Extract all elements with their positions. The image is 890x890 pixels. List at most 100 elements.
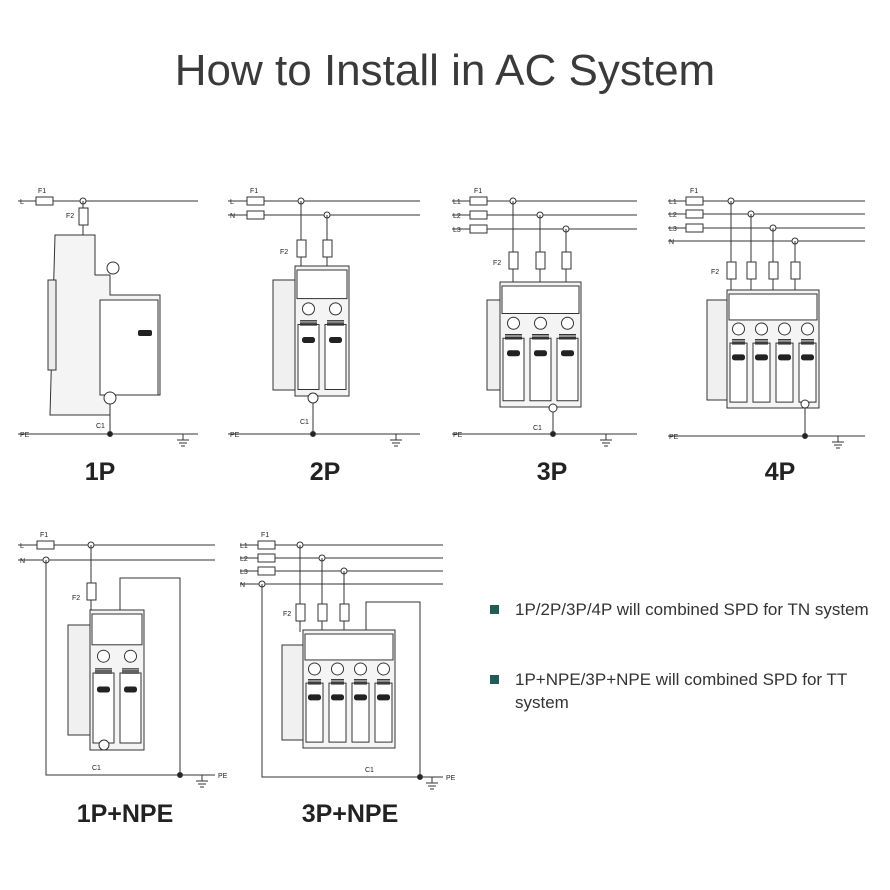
fuse-f2-icon bbox=[726, 261, 737, 280]
spd-cartridge bbox=[305, 682, 324, 743]
label-pe: PE bbox=[446, 775, 456, 782]
fuse-f1-icon bbox=[469, 196, 488, 206]
label-f2: F2 bbox=[493, 260, 501, 267]
terminal-screw-icon bbox=[354, 662, 367, 676]
spd-cartridge bbox=[729, 342, 748, 403]
status-window-icon bbox=[124, 686, 137, 693]
label-pe: PE bbox=[230, 432, 240, 439]
spd-top-cap bbox=[91, 613, 143, 646]
label-l1: L1 bbox=[453, 199, 461, 206]
caption-2p: 2P bbox=[309, 458, 341, 486]
terminal-screw-icon bbox=[801, 322, 814, 336]
fuse-f2-icon bbox=[790, 261, 801, 280]
status-window-icon bbox=[138, 330, 152, 336]
label-c1: C1 bbox=[533, 425, 542, 432]
spd-top-cap bbox=[728, 293, 818, 321]
terminal-screw-icon bbox=[377, 662, 390, 676]
bullet-square-icon bbox=[490, 675, 499, 684]
fuse-f2-icon bbox=[86, 582, 97, 601]
label-l3: L3 bbox=[453, 227, 461, 234]
fuse-f1-icon bbox=[469, 224, 488, 234]
caption-1p: 1P bbox=[84, 458, 116, 486]
din-rail-clip bbox=[47, 279, 57, 371]
spd-cartridge bbox=[324, 324, 347, 390]
junction-node bbox=[802, 433, 808, 439]
label-c1: C1 bbox=[365, 767, 374, 774]
label-f1: F1 bbox=[474, 188, 482, 195]
label-f2: F2 bbox=[280, 249, 288, 256]
fuse-f2-icon bbox=[561, 251, 572, 270]
terminal-screw-icon bbox=[124, 649, 137, 663]
terminal-screw-icon bbox=[329, 302, 342, 316]
fuse-f2-icon bbox=[296, 239, 307, 258]
junction-node bbox=[310, 431, 316, 437]
spd-top-cap bbox=[501, 285, 580, 314]
spd-cartridge bbox=[556, 337, 579, 402]
caption-1p-npe: 1P+NPE bbox=[76, 800, 174, 828]
fuse-f1-icon bbox=[257, 540, 276, 550]
label-pe: PE bbox=[20, 432, 30, 439]
caption-3p-npe: 3P+NPE bbox=[301, 800, 399, 828]
label-f2: F2 bbox=[283, 611, 291, 618]
label-l2: L2 bbox=[240, 556, 248, 563]
fuse-f2-icon bbox=[295, 603, 306, 622]
wire-n-pe-loop bbox=[261, 584, 420, 778]
wire-npe-return bbox=[365, 601, 421, 777]
label-n: N bbox=[230, 213, 235, 220]
status-window-icon bbox=[755, 354, 768, 361]
terminal-screw-icon bbox=[561, 316, 574, 330]
fuse-f2-icon bbox=[508, 251, 519, 270]
label-f2: F2 bbox=[72, 595, 80, 602]
spd-cartridge bbox=[92, 672, 115, 744]
label-c1: C1 bbox=[96, 423, 105, 430]
bullet-square-icon bbox=[490, 605, 499, 614]
label-f1: F1 bbox=[38, 188, 46, 195]
page-title: How to Install in AC System bbox=[174, 46, 716, 95]
fuse-f1-icon bbox=[469, 210, 488, 220]
status-window-icon bbox=[561, 350, 574, 357]
terminal-screw-icon bbox=[308, 662, 321, 676]
junction-node bbox=[550, 431, 556, 437]
wire-n-pe-loop bbox=[45, 560, 180, 776]
status-window-icon bbox=[534, 350, 547, 357]
spd-cartridge bbox=[351, 682, 370, 743]
fuse-f1-icon bbox=[257, 553, 276, 563]
label-l3: L3 bbox=[669, 226, 677, 233]
fuse-f1-icon bbox=[36, 540, 55, 550]
spd-top-cap bbox=[304, 633, 394, 661]
label-f1: F1 bbox=[690, 188, 698, 195]
terminal-screw-icon bbox=[302, 302, 315, 316]
terminal-screw-icon bbox=[331, 662, 344, 676]
label-l1: L1 bbox=[669, 199, 677, 206]
fuse-f2-icon bbox=[339, 603, 350, 622]
label-l2: L2 bbox=[669, 212, 677, 219]
label-f1: F1 bbox=[261, 532, 269, 539]
fuse-f2-icon bbox=[768, 261, 779, 280]
status-window-icon bbox=[97, 686, 110, 693]
fuse-f1-icon bbox=[246, 210, 265, 220]
terminal-screw-icon bbox=[755, 322, 768, 336]
fuse-f2-icon bbox=[535, 251, 546, 270]
label-l2: L2 bbox=[453, 213, 461, 220]
status-window-icon bbox=[377, 694, 390, 701]
label-l3: L3 bbox=[240, 569, 248, 576]
wire-npe-return bbox=[119, 577, 181, 775]
label-pe: PE bbox=[218, 773, 228, 780]
terminal-screw-icon bbox=[778, 322, 791, 336]
label-l: L bbox=[20, 199, 24, 206]
terminal-screw-icon bbox=[507, 316, 520, 330]
label-pe: PE bbox=[453, 432, 463, 439]
status-window-icon bbox=[331, 694, 344, 701]
label-pe: PE bbox=[669, 434, 679, 441]
terminal-screw-icon bbox=[548, 403, 558, 413]
status-window-icon bbox=[732, 354, 745, 361]
terminal-screw-icon bbox=[307, 392, 319, 404]
terminal-screw-icon bbox=[534, 316, 547, 330]
spd-base bbox=[706, 299, 728, 401]
spd-base bbox=[486, 299, 501, 391]
status-window-icon bbox=[778, 354, 791, 361]
fuse-f2-icon bbox=[746, 261, 757, 280]
spd-cartridge bbox=[529, 337, 552, 402]
label-l: L bbox=[230, 199, 234, 206]
